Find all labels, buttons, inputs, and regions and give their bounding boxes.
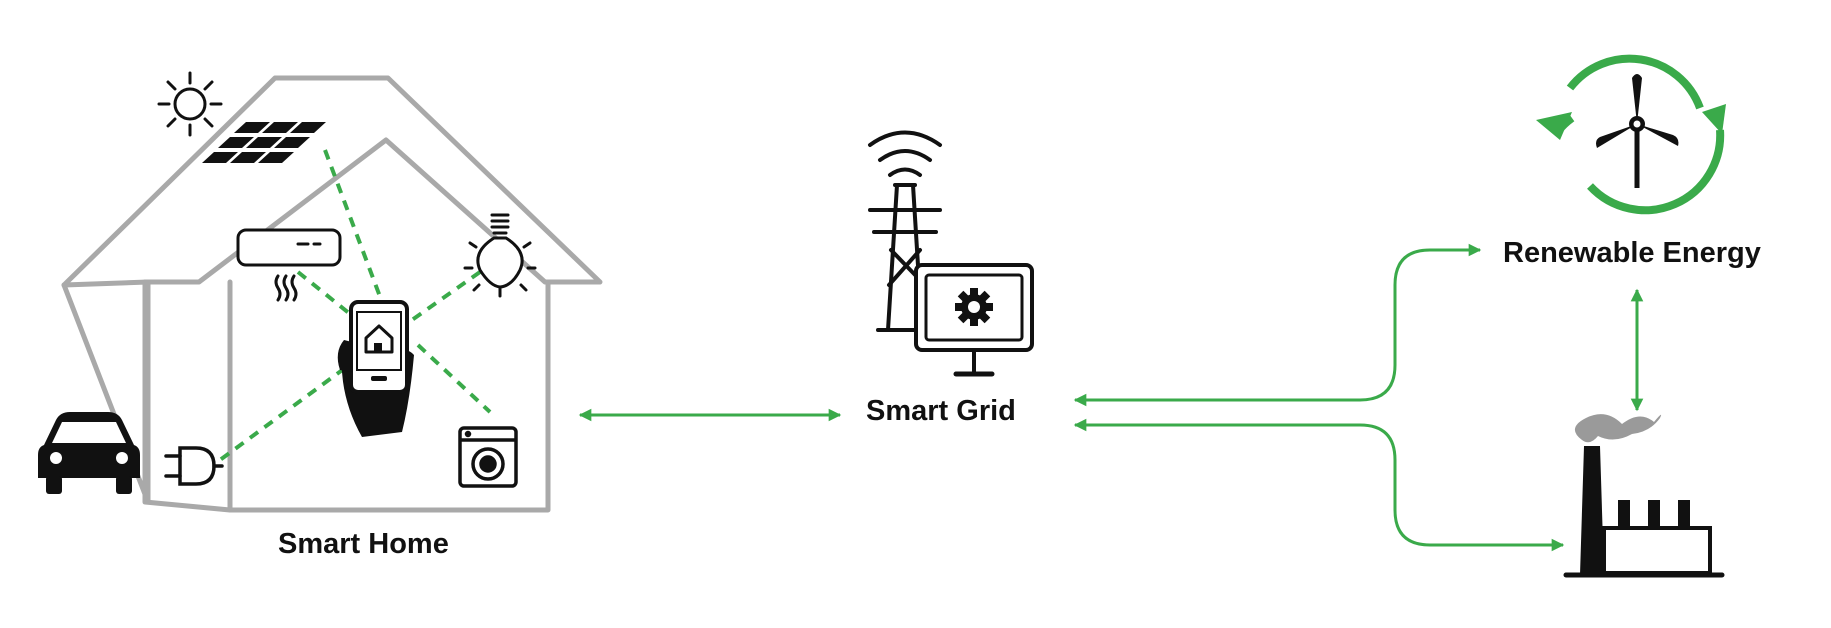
factory-icon <box>1563 414 1725 578</box>
car-icon <box>38 412 140 494</box>
wind-turbine-icon <box>1536 54 1726 215</box>
air-conditioner-icon <box>236 228 342 302</box>
solar-panel-icon <box>202 122 326 163</box>
home-device-links <box>218 149 492 462</box>
house-outline <box>61 75 603 513</box>
renewable-energy-label: Renewable Energy <box>1503 237 1761 269</box>
washing-machine-icon <box>458 426 518 488</box>
grid-factory-arrow <box>1073 418 1565 552</box>
monitor-gear-icon <box>914 263 1034 377</box>
light-bulb-icon <box>463 213 537 298</box>
grid-renewable-arrow <box>1073 243 1482 407</box>
smart-home-label: Smart Home <box>278 528 449 560</box>
connection-arrows <box>578 243 1644 552</box>
smart-grid-label: Smart Grid <box>866 395 1016 427</box>
smartphone-home-icon <box>337 300 414 437</box>
ev-plug-icon <box>164 446 224 486</box>
sun-icon <box>157 71 223 137</box>
